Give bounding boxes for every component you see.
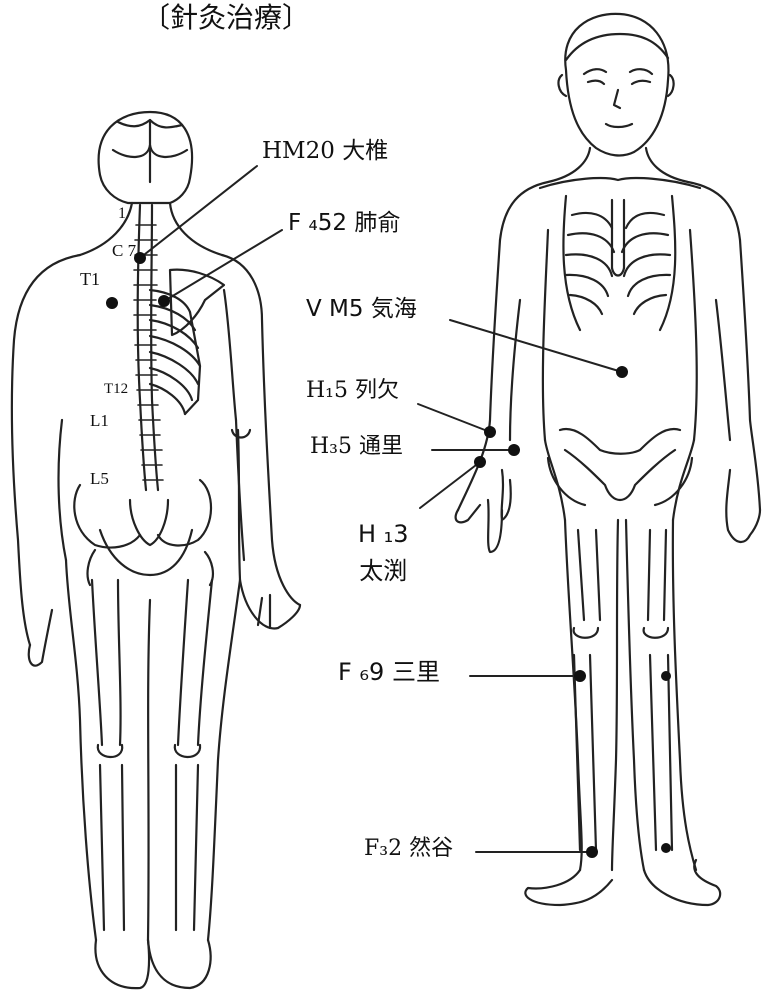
point-label-f452: F ₄52 肺俞 bbox=[288, 212, 400, 235]
vertebra-label-l5: L5 bbox=[90, 470, 109, 487]
dot-f32-right bbox=[661, 843, 671, 853]
point-code: F ₄52 bbox=[288, 210, 347, 236]
point-label-f69: F ₆9 三里 bbox=[338, 660, 440, 684]
point-code: V M5 bbox=[306, 296, 364, 322]
point-code: F ₆9 bbox=[338, 658, 384, 686]
vertebra-label-t12: T12 bbox=[104, 382, 128, 397]
point-name: 太渕 bbox=[358, 553, 409, 590]
vertebra-label-c7: C 7 bbox=[112, 242, 136, 259]
vertebra-label-l1: L1 bbox=[90, 412, 109, 429]
point-code: F₃2 bbox=[364, 836, 402, 861]
dot-t1-left bbox=[106, 297, 118, 309]
dot-f69-right bbox=[661, 671, 671, 681]
vertebra-label-c1: 1 bbox=[118, 206, 126, 222]
point-code: H₃5 bbox=[310, 434, 352, 459]
dot-f32 bbox=[586, 846, 598, 858]
point-name: 三里 bbox=[392, 658, 440, 686]
point-label-vm5: V M5 気海 bbox=[306, 298, 417, 321]
point-name: 通里 bbox=[359, 434, 403, 459]
point-name: 列欠 bbox=[355, 378, 399, 403]
point-label-h13: H ₁3 太渕 bbox=[358, 516, 409, 590]
point-name: 然谷 bbox=[409, 836, 453, 861]
point-label-h35: H₃5 通里 bbox=[310, 436, 403, 458]
dot-h13 bbox=[474, 456, 486, 468]
point-code: H₁5 bbox=[306, 378, 348, 403]
dot-f452 bbox=[158, 295, 170, 307]
point-code: H ₁3 bbox=[358, 516, 409, 553]
point-name: 大椎 bbox=[342, 138, 388, 164]
dot-h15 bbox=[484, 426, 496, 438]
dot-vm5 bbox=[616, 366, 628, 378]
page-title: 〔針灸治療〕 bbox=[142, 4, 310, 32]
dot-f69 bbox=[574, 670, 586, 682]
dot-h35 bbox=[508, 444, 520, 456]
vertebra-label-t1: T1 bbox=[80, 270, 100, 288]
point-label-h15: H₁5 列欠 bbox=[306, 380, 399, 402]
point-name: 気海 bbox=[371, 296, 417, 322]
back-figure bbox=[12, 112, 300, 988]
point-label-f32: F₃2 然谷 bbox=[364, 838, 453, 860]
point-code: HM20 bbox=[262, 138, 335, 164]
leader-lines bbox=[140, 166, 622, 852]
front-figure bbox=[456, 14, 760, 905]
point-name: 肺俞 bbox=[354, 210, 400, 236]
point-label-hm20: HM20 大椎 bbox=[262, 140, 388, 163]
